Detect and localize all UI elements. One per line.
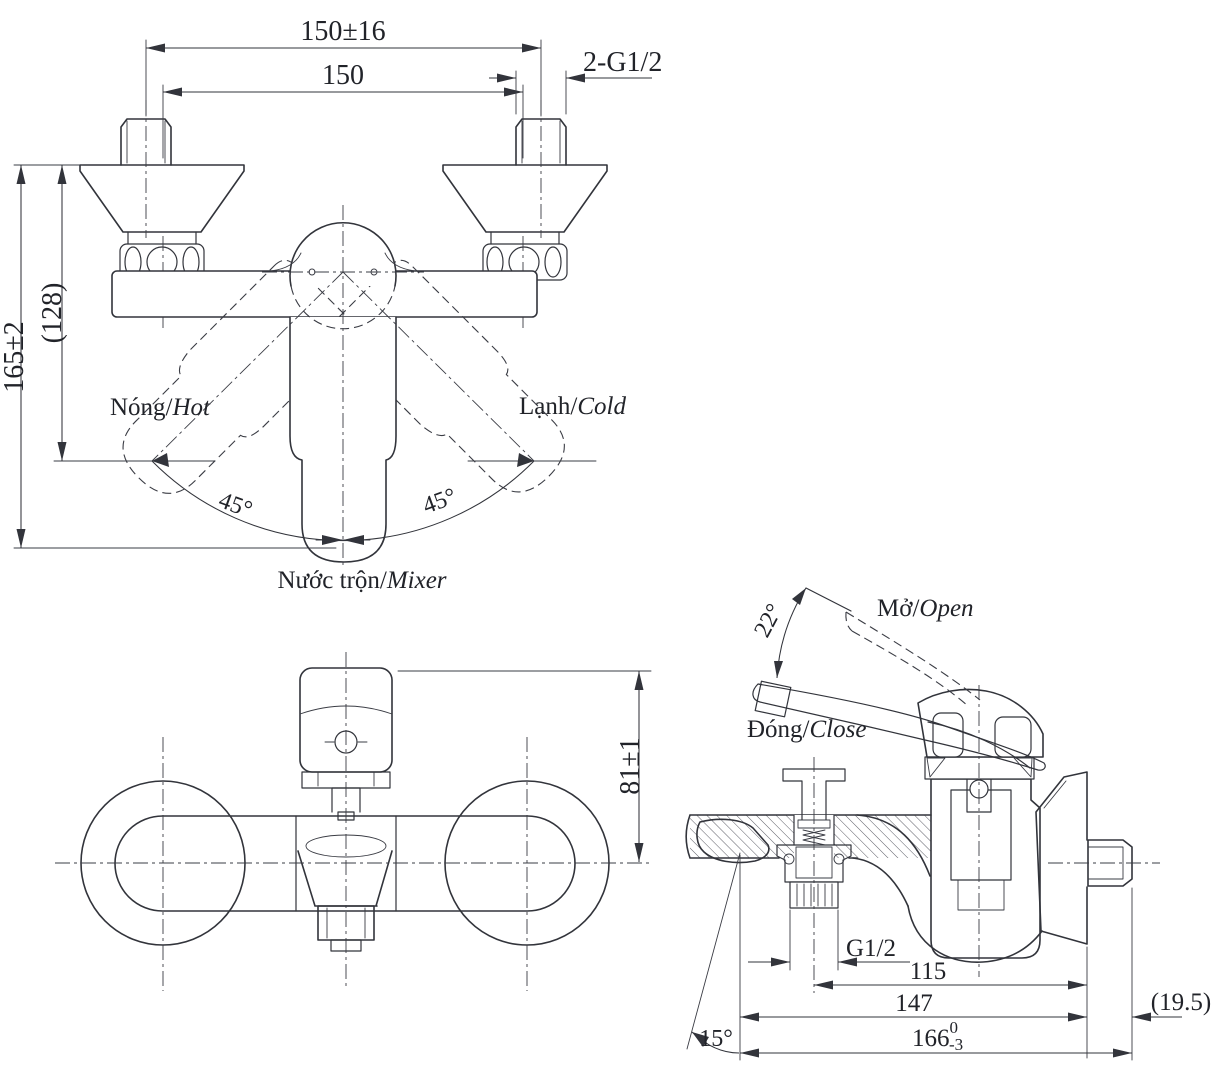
dim-width-outer-label: 150±16	[300, 16, 385, 47]
dim-outlet-thread: G1/2	[748, 935, 910, 967]
extension-lines	[739, 854, 1133, 1061]
section-wall-connection	[1035, 771, 1133, 945]
dim-inlet-thread: 2-G1/2	[489, 47, 662, 115]
closed-front-view: 81±1	[55, 652, 652, 991]
open-label: Mở/Open	[877, 595, 974, 622]
hot-label: Nóng/Hot	[110, 394, 211, 421]
section-lever-open	[805, 587, 981, 707]
dim-handle-height: 81±1	[397, 670, 652, 862]
dim-total-depth-label: 1660-3	[912, 1018, 963, 1054]
dim-center-to-wall: 115	[814, 958, 1087, 990]
angle-plate-label: 15°	[699, 1026, 733, 1052]
angle-open-label: 22°	[749, 600, 788, 642]
dim-height-body: (128)	[37, 165, 68, 461]
dim-height-overall-label: 165±2	[0, 321, 30, 392]
dim-face-to-wall: 147 (19.5)	[740, 989, 1211, 1022]
dim-outlet-thread-label: G1/2	[846, 935, 896, 962]
cold-label: Lạnh/Cold	[519, 393, 626, 420]
section-cartridge	[930, 721, 1041, 959]
mixer-label: Nước trộn/Mixer	[277, 567, 446, 594]
dim-handle-height-label: 81±1	[615, 737, 646, 794]
open-angle-indicator: 22°	[749, 587, 807, 679]
plate-angle-indicator: 15°	[686, 852, 741, 1054]
section-lever-closed	[752, 680, 1046, 771]
swing-angle-indicator	[53, 271, 597, 545]
closed-handle-cap	[299, 667, 393, 821]
dim-width-inner: 150	[162, 60, 524, 159]
section-view: 22° 15°	[685, 587, 1211, 1061]
dim-face-to-wall-label: 147	[895, 990, 933, 1017]
dim-inlet-thread-label: 2-G1/2	[583, 47, 662, 78]
dim-width-outer: 150±16	[145, 16, 542, 117]
dim-center-to-wall-label: 115	[910, 958, 947, 985]
angle-right-label: 45°	[419, 483, 459, 519]
dim-width-inner-label: 150	[322, 60, 364, 91]
angle-left-label: 45°	[215, 487, 255, 523]
dim-height-overall: 165±2	[0, 164, 337, 549]
section-cap	[917, 688, 1044, 780]
dim-height-body-label: (128)	[37, 283, 68, 344]
dim-total-depth: 1660-3	[740, 1018, 1132, 1058]
section-spout	[852, 814, 1043, 963]
handle-dome	[262, 205, 424, 565]
front-view: 150±16 150 2-G1/2 165±2	[0, 16, 662, 594]
section-nose	[696, 818, 770, 864]
dim-wall-thread-label: (19.5)	[1151, 989, 1211, 1016]
close-label: Đóng/Close	[747, 716, 866, 743]
body-capsule	[114, 815, 576, 912]
